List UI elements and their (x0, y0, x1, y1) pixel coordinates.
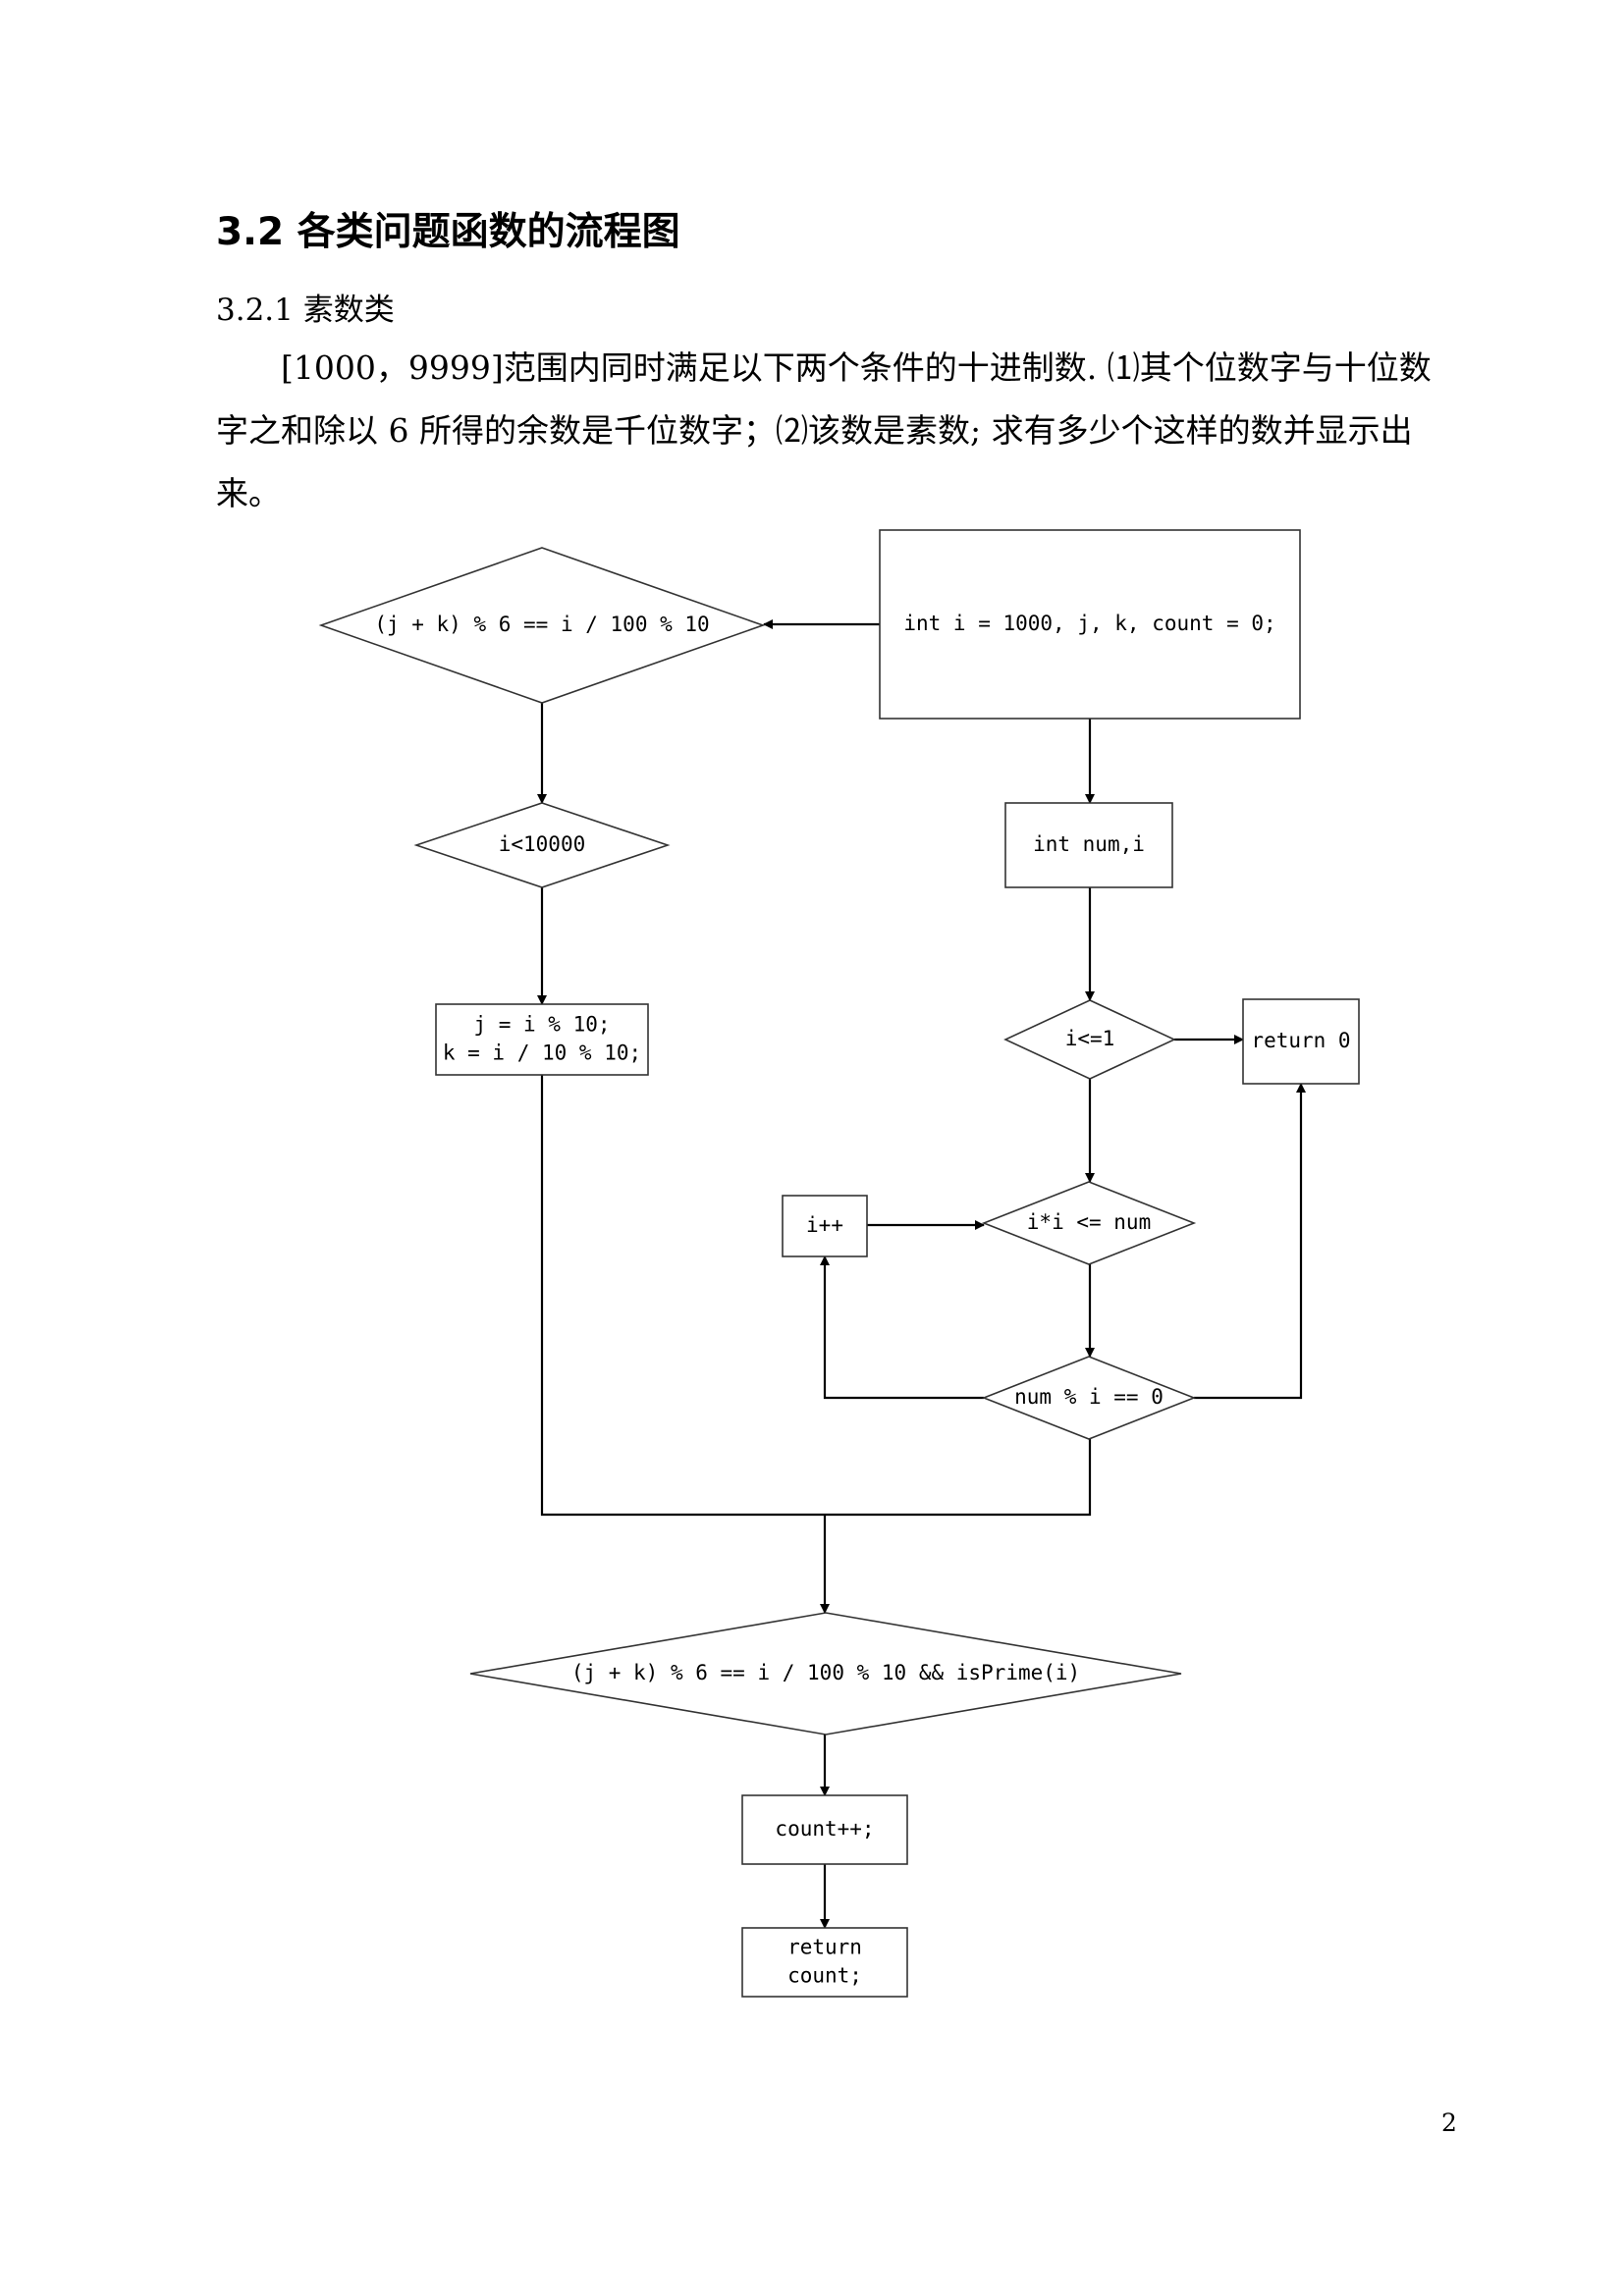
node-label: return (787, 1936, 862, 1959)
node-le-one: i<=1 (1003, 999, 1176, 1080)
node-label: i*i <= num (1027, 1210, 1151, 1234)
node-shape (782, 1195, 868, 1257)
node-cond-top: (j + k) % 6 == i / 100 % 10 (318, 547, 766, 704)
node-label: i++ (806, 1213, 843, 1237)
section-heading: 3.2 各类问题函数的流程图 (216, 210, 680, 254)
problem-description: [1000，9999]范围内同时满足以下两个条件的十进制数. ⑴其个位数字与十位… (216, 348, 1432, 512)
node-init: int i = 1000, j, k, count = 0; (879, 529, 1301, 720)
node-shape (1004, 802, 1173, 888)
node-count-inc: count++; (741, 1794, 908, 1865)
node-prime-decl: int num,i (1004, 802, 1173, 888)
node-shape (469, 1612, 1182, 1735)
node-digits: j = i % 10; k = i / 10 % 10; (435, 1003, 649, 1076)
node-label: return 0 (1251, 1029, 1350, 1052)
node-label: (j + k) % 6 == i / 100 % 10 (374, 613, 709, 636)
node-ret-count: return count; (741, 1927, 908, 1998)
node-shape (981, 1181, 1197, 1265)
node-shape (1003, 999, 1176, 1080)
node-loop-cond: i<10000 (413, 802, 671, 888)
node-shape (1242, 998, 1360, 1085)
node-label: (j + k) % 6 == i / 100 % 10 && isPrime(i… (571, 1661, 1080, 1684)
node-shape (435, 1003, 649, 1076)
flowchart-nodes: int i = 1000, j, k, count = 0; (j + k) % … (318, 529, 1360, 1998)
node-label: j = i % 10; (473, 1013, 610, 1037)
node-shape (879, 529, 1301, 720)
node-shape (981, 1356, 1197, 1440)
node-inc-i: i++ (782, 1195, 868, 1257)
node-mod-cond: num % i == 0 (981, 1356, 1197, 1440)
node-shape (741, 1927, 908, 1998)
node-label: count++; (775, 1817, 874, 1841)
page-number: 2 (1441, 2109, 1457, 2137)
node-sq-cond: i*i <= num (981, 1181, 1197, 1265)
node-label: k = i / 10 % 10; (443, 1041, 641, 1065)
node-shape (318, 547, 766, 704)
node-label: i<10000 (499, 832, 586, 856)
node-final-cond: (j + k) % 6 == i / 100 % 10 && isPrime(i… (469, 1612, 1182, 1735)
node-label: count; (787, 1964, 862, 1988)
edge-mod-cond-to-ret-zero (1194, 1083, 1306, 1400)
flowchart-edges (537, 619, 1306, 1929)
node-label: num % i == 0 (1014, 1385, 1164, 1409)
node-label: int i = 1000, j, k, count = 0; (903, 612, 1275, 635)
edge-mod-cond-to-inc (820, 1255, 984, 1400)
node-shape (741, 1794, 908, 1865)
node-shape (413, 802, 671, 888)
edge-digits-down (540, 1075, 825, 1517)
node-label: int num,i (1033, 832, 1145, 856)
node-label: i<=1 (1065, 1027, 1115, 1050)
subsection-heading: 3.2.1 素数类 (216, 293, 395, 328)
node-ret-zero: return 0 (1242, 998, 1360, 1085)
edge-mod-cond-down (825, 1439, 1092, 1517)
